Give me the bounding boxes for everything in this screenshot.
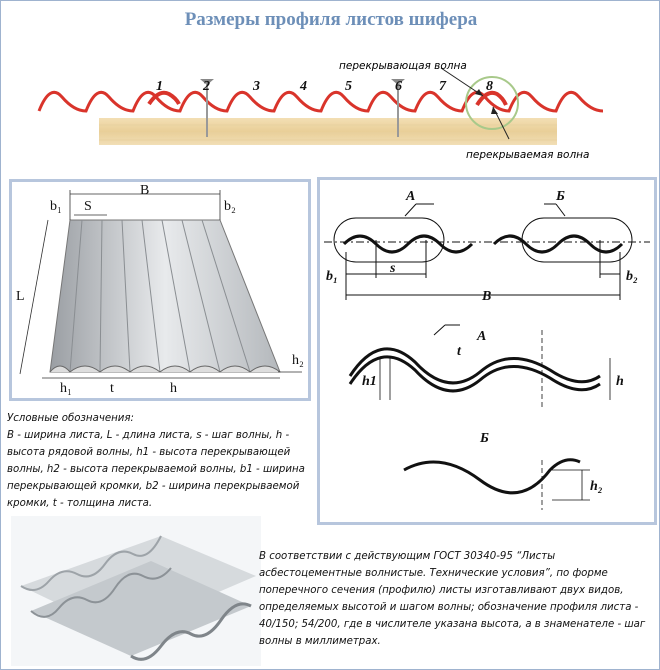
dim-h2: h₂ (292, 353, 304, 368)
profile-drawing-panel: А Б b₁ s b₂ В А t h1 h Б h₂ (317, 177, 657, 525)
wave-number: 8 (486, 79, 493, 94)
dim-b1: b₁ (50, 199, 62, 214)
overlap-highlight-circle (465, 76, 519, 130)
wave-number: 1 (156, 79, 163, 94)
dim-h: h (170, 381, 177, 396)
wave-number: 6 (395, 79, 402, 94)
dim-t: t (110, 381, 114, 396)
profile-drawing: А Б b₁ s b₂ В А t h1 h Б h₂ (324, 189, 650, 510)
label-A-detail: А (476, 329, 486, 344)
nail-icon (391, 79, 405, 137)
dim-B: В (481, 289, 491, 304)
overlapping-wave-label: перекрывающая волна (339, 60, 467, 72)
dim-h1: h1 (362, 374, 377, 389)
dim-b2: b₂ (626, 269, 638, 284)
sheet-drawing: B b₁ S b₂ L h₁ t h h₂ (16, 183, 304, 396)
wave-number: 2 (202, 79, 210, 94)
dim-b1: b₁ (326, 269, 338, 284)
wave-number: 7 (439, 79, 447, 94)
dim-h: h (616, 374, 624, 389)
overlap-wave (147, 90, 181, 106)
wood-batten (99, 118, 557, 145)
overlapped-wave-label: перекрываемая волна (466, 149, 589, 161)
dim-L: L (16, 289, 25, 304)
nail-icon (200, 79, 214, 137)
dim-s: s (389, 261, 396, 276)
dim-h1: h₁ (60, 381, 72, 396)
slate-wave (37, 90, 604, 113)
dim-t: t (457, 344, 462, 359)
label-B-detail: Б (479, 431, 489, 446)
dim-b2: b₂ (224, 199, 236, 214)
gost-description: В соответствии с действующим ГОСТ 30340-… (259, 551, 646, 647)
slate-sheets-photo (11, 516, 261, 666)
wave-number: 4 (299, 79, 307, 94)
dim-S: S (84, 199, 92, 214)
legend: Условные обозначения: B - ширина листа, … (7, 410, 315, 512)
label-A: А (405, 189, 415, 204)
wave-number: 5 (345, 79, 352, 94)
legend-heading: Условные обозначения: (7, 413, 134, 424)
legend-text: B - ширина листа, L - длина листа, s - ш… (7, 430, 305, 509)
roof-wave-diagram: 1 2 3 4 5 6 7 8 перекрывающая волна пере… (37, 60, 604, 161)
dim-h2: h₂ (590, 479, 603, 494)
sheet-drawing-panel: B b₁ S b₂ L h₁ t h h₂ (9, 179, 311, 401)
label-B-cyr: Б (555, 189, 565, 204)
page-title: Размеры профиля листов шифера (184, 9, 478, 30)
dim-B: B (140, 183, 149, 198)
wave-number: 3 (252, 79, 260, 94)
